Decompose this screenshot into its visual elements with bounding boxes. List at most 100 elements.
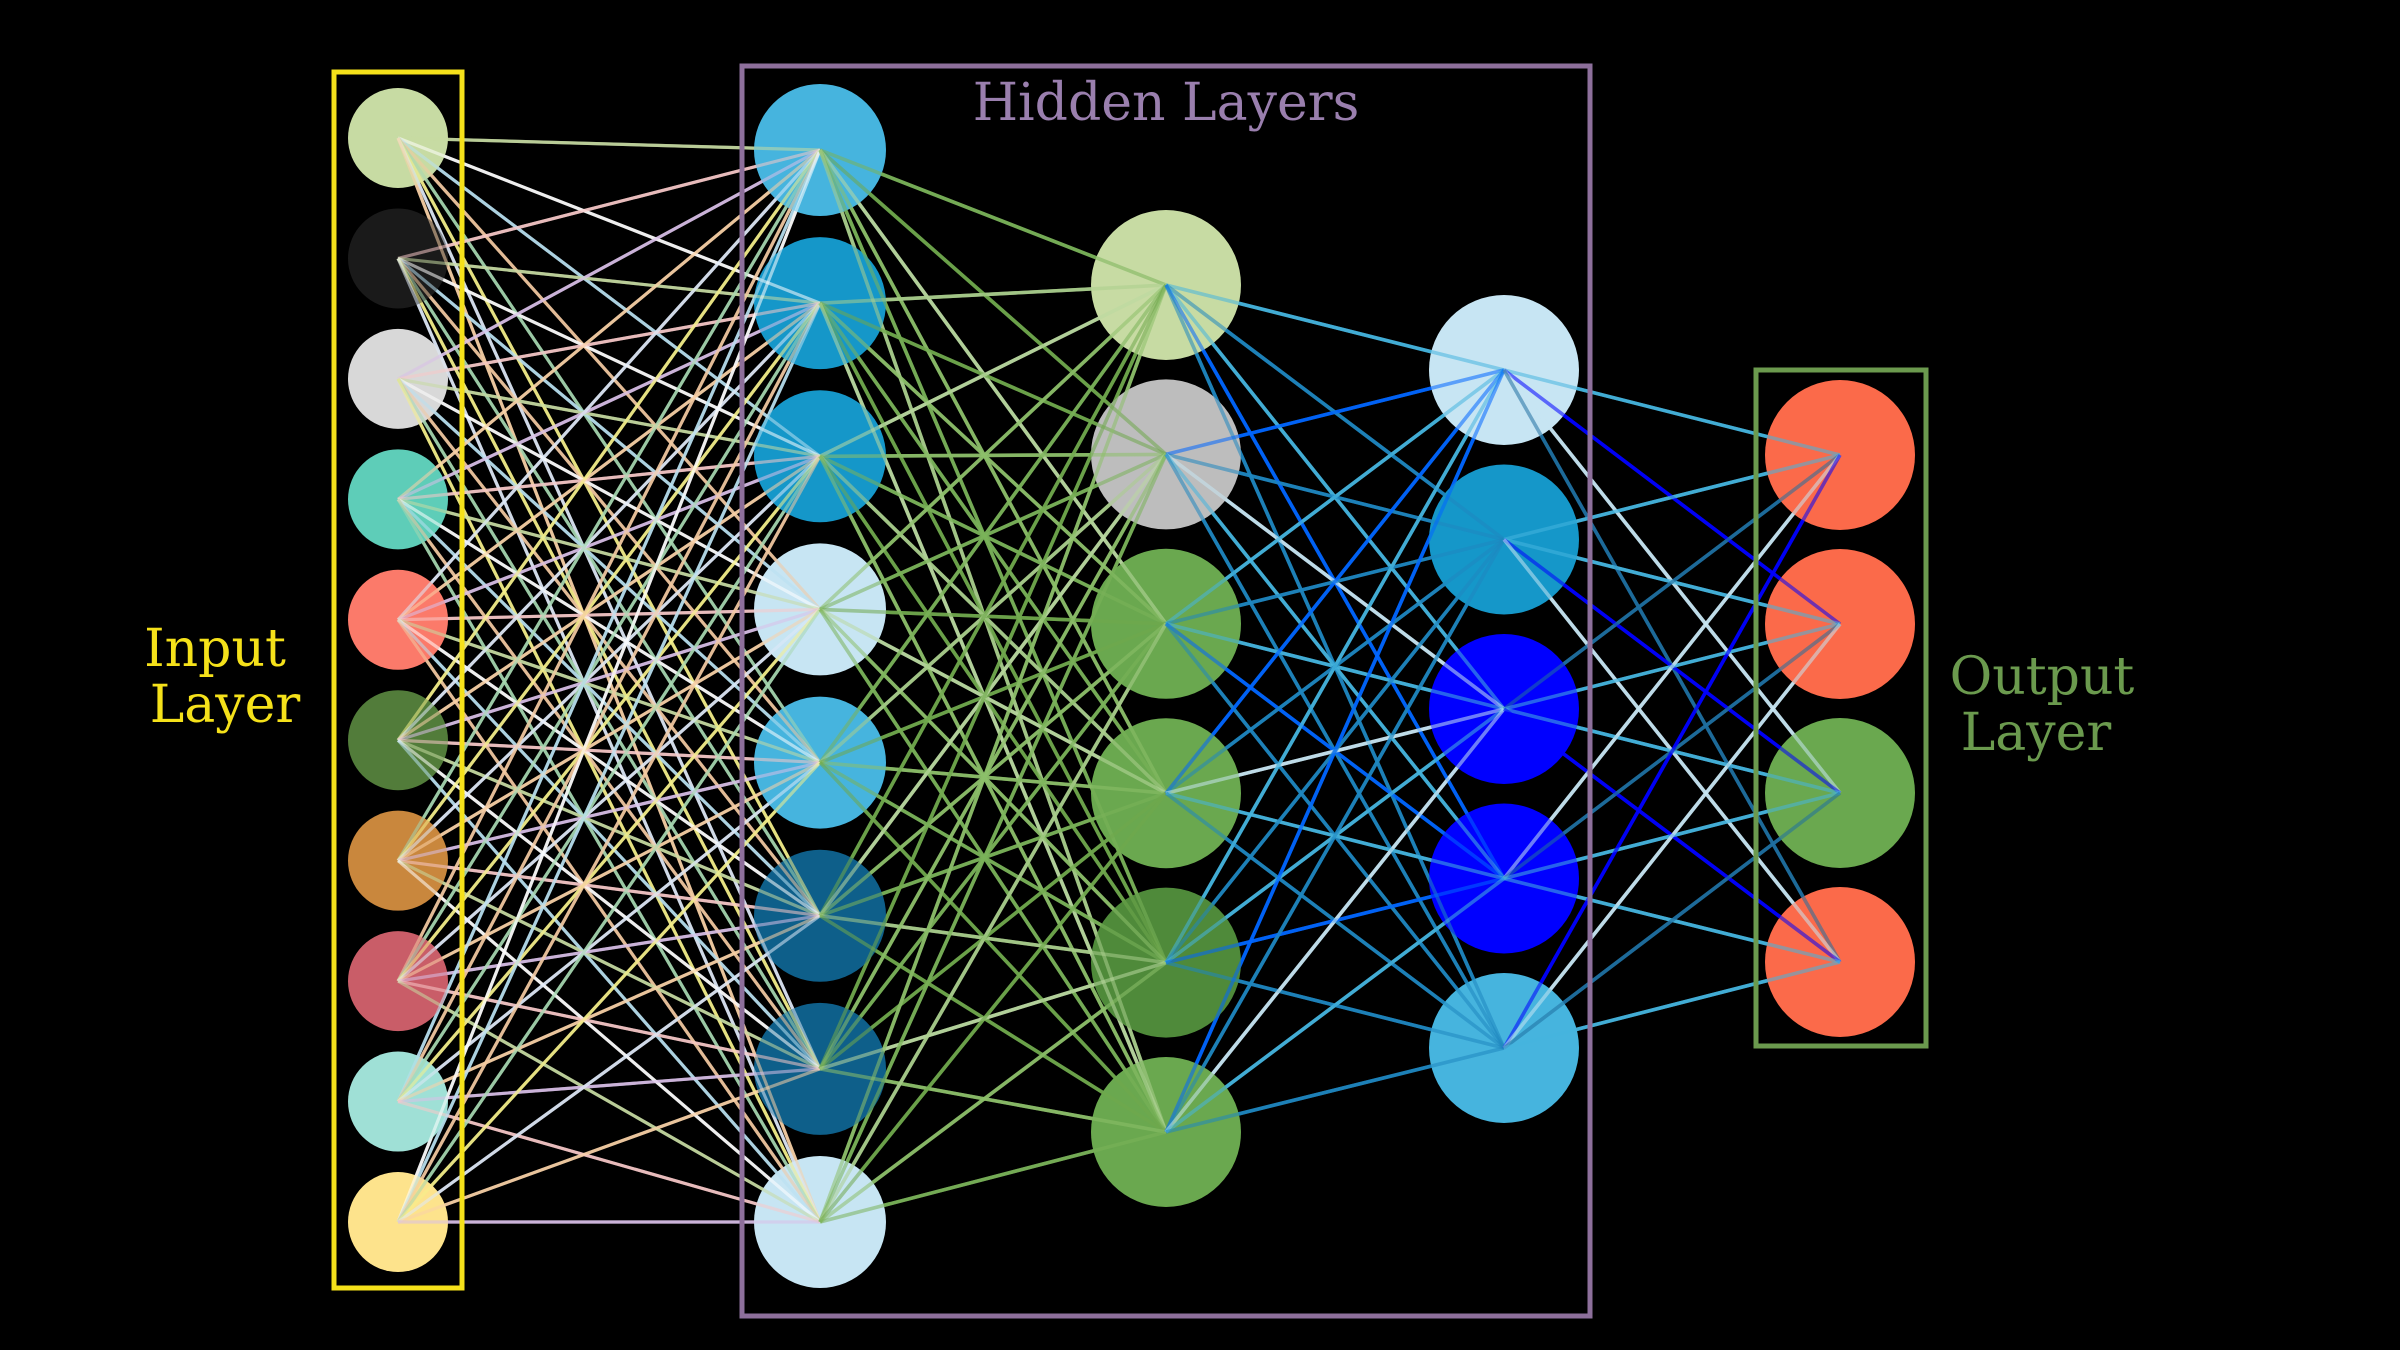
edge-l0-n1-to-n3-overlay (396, 257, 822, 611)
edge-l1-n1-to-n1-overlay (819, 301, 1167, 457)
edge-l0-n9-to-n0-overlay (396, 149, 822, 1223)
edge-l3-n1-to-n0-overlay (1503, 453, 1841, 542)
edge-l0-n6-to-n1-overlay (396, 302, 822, 862)
output-layer-label-line1: Output (1950, 647, 2135, 707)
edge-l1-n4-to-n1-overlay (818, 453, 1168, 764)
edge-l1-n7-to-n2-overlay (818, 622, 1168, 1223)
output-layer-frame (1753, 367, 1929, 1049)
edge-l1-n4-to-n4-overlay (819, 761, 1167, 965)
edge-l1-n2-to-n5-overlay (818, 455, 1168, 1133)
edge-l1-n5-to-n0-overlay (818, 284, 1168, 917)
edge-l0-n5-to-n0-overlay (396, 149, 822, 742)
edge-l1-n1-to-n4-overlay (818, 302, 1168, 964)
edge-l1-n7-to-n4-overlay (818, 961, 1168, 1224)
edge-l1-n0-to-n5-overlay (818, 149, 1168, 1133)
edge-l0-n1-to-n2-overlay (397, 256, 821, 458)
edge-l1-n3-to-n0-overlay (818, 283, 1168, 611)
edge-l1-n0-to-n0-overlay (819, 148, 1167, 287)
edge-l0-n0-to-n4-overlay (396, 137, 822, 764)
edge-l1-n5-to-n3-overlay (819, 791, 1167, 918)
edge-l0-n8-to-n2-overlay (396, 455, 822, 1103)
edge-l1-n1-to-n0-overlay (819, 283, 1167, 305)
edge-l3-n4-to-n3-overlay (1503, 960, 1841, 1050)
edge-l1-n0-to-n1-overlay (818, 148, 1168, 456)
edge-l1-n6-to-n2-overlay (818, 622, 1168, 1070)
edge-l2-n4-to-n0-overlay (1164, 369, 1506, 964)
edge-l1-n3-to-n3-overlay (819, 607, 1167, 795)
edge-l3-n4-to-n0-overlay (1502, 454, 1842, 1049)
edge-l0-n3-to-n1-overlay (397, 301, 821, 501)
edge-l2-n0-to-n0-overlay (1165, 283, 1505, 372)
edge-l1-n6-to-n1-overlay (818, 453, 1168, 1070)
edge-l3-n4-to-n1-overlay (1502, 622, 1842, 1050)
edge-l1-n7-to-n5-overlay (819, 1130, 1167, 1224)
edge-l3-n3-to-n0-overlay (1502, 453, 1842, 880)
edge-l0-n3-to-n2-overlay (397, 454, 821, 501)
edge-l0-n1-to-n1-overlay (397, 256, 821, 305)
edge-l2-n5-to-n4-overlay (1165, 1046, 1505, 1134)
edge-l0-n4-to-n7-overlay (396, 618, 822, 1223)
edge-l1-n6-to-n0-overlay (818, 284, 1168, 1070)
edge-l0-n5-to-n3-overlay (397, 607, 821, 742)
edge-l0-n8-to-n0-overlay (396, 149, 822, 1103)
edge-l1-n1-to-n3-overlay (818, 302, 1168, 795)
input-layer-frame (331, 69, 465, 1291)
edge-l1-n6-to-n3-overlay (818, 791, 1168, 1071)
edge-l0-n2-to-n3-overlay (397, 377, 821, 611)
edge-l0-n1-to-n6-overlay (396, 257, 822, 1070)
edge-l1-n6-to-n5-overlay (819, 1067, 1167, 1134)
edge-l0-n4-to-n1-overlay (397, 301, 821, 622)
edge-l1-n4-to-n0-overlay (818, 283, 1168, 764)
edge-l0-n5-to-n1-overlay (396, 302, 822, 742)
edge-l0-n8-to-n3-overlay (396, 608, 822, 1103)
edge-l1-n0-to-n4-overlay (818, 149, 1168, 964)
edge-l1-n7-to-n3-overlay (818, 792, 1168, 1224)
edge-l0-n4-to-n3-overlay (397, 607, 821, 622)
edge-l0-n0-to-n0-overlay (397, 136, 821, 152)
edge-l0-n9-to-n1-overlay (396, 302, 822, 1223)
edge-l1-n5-to-n5-overlay (819, 914, 1167, 1134)
edge-l2-n5-to-n0-overlay (1164, 369, 1506, 1133)
edge-l0-n0-to-n3-overlay (396, 136, 822, 611)
edge-l1-n7-to-n0-overlay (818, 284, 1168, 1223)
edge-l1-n5-to-n4-overlay (819, 913, 1167, 965)
edge-l0-n9-to-n6-overlay (397, 1067, 821, 1224)
edge-l0-n3-to-n0-overlay (396, 148, 822, 501)
edge-l0-n3-to-n7-overlay (396, 498, 822, 1223)
edge-l0-n9-to-n3-overlay (396, 608, 822, 1223)
edge-l1-n2-to-n2-overlay (819, 454, 1167, 626)
edge-l3-n0-to-n0-overlay (1503, 368, 1841, 457)
edge-l0-n3-to-n3-overlay (397, 497, 821, 611)
edge-l0-n9-to-n2-overlay (396, 455, 822, 1223)
edge-l0-n9-to-n5-overlay (397, 914, 821, 1224)
edge-l2-n3-to-n0-overlay (1164, 368, 1506, 795)
hidden-layers-frame (739, 63, 1593, 1319)
edge-l0-n3-to-n6-overlay (396, 498, 822, 1070)
edge-l0-n2-to-n6-overlay (396, 378, 822, 1070)
edge-l0-n4-to-n2-overlay (397, 454, 821, 622)
edge-l1-n2-to-n1-overlay (819, 452, 1167, 459)
input-layer-label-line2: Layer (150, 675, 301, 735)
hidden-layers-label: Hidden Layers (973, 73, 1360, 133)
edge-l0-n2-to-n0-overlay (397, 148, 821, 381)
edge-l0-n0-to-n5-overlay (396, 137, 822, 917)
edge-l2-n1-to-n0-overlay (1165, 368, 1505, 457)
edge-l1-n3-to-n5-overlay (818, 608, 1168, 1133)
edge-l1-n0-to-n2-overlay (818, 148, 1168, 625)
edge-l2-n2-to-n0-overlay (1164, 368, 1506, 626)
edge-l1-n3-to-n2-overlay (819, 607, 1167, 626)
edge-l3-n2-to-n0-overlay (1502, 453, 1842, 711)
edge-l1-n2-to-n0-overlay (819, 283, 1167, 458)
edge-l0-n6-to-n3-overlay (397, 608, 821, 863)
edge-l0-n7-to-n3-overlay (396, 608, 822, 983)
edge-l1-n2-to-n4-overlay (818, 455, 1168, 964)
edge-l0-n1-to-n0-overlay (397, 148, 821, 260)
edge-l1-n4-to-n2-overlay (819, 622, 1167, 765)
edge-l1-n4-to-n3-overlay (819, 760, 1167, 795)
edge-l1-n5-to-n1-overlay (818, 453, 1168, 917)
edge-l1-n7-to-n1-overlay (818, 453, 1168, 1223)
edge-l0-n5-to-n2-overlay (397, 454, 821, 742)
output-layer-label-line2: Layer (1961, 703, 2112, 763)
edge-l0-n7-to-n2-overlay (396, 455, 822, 983)
